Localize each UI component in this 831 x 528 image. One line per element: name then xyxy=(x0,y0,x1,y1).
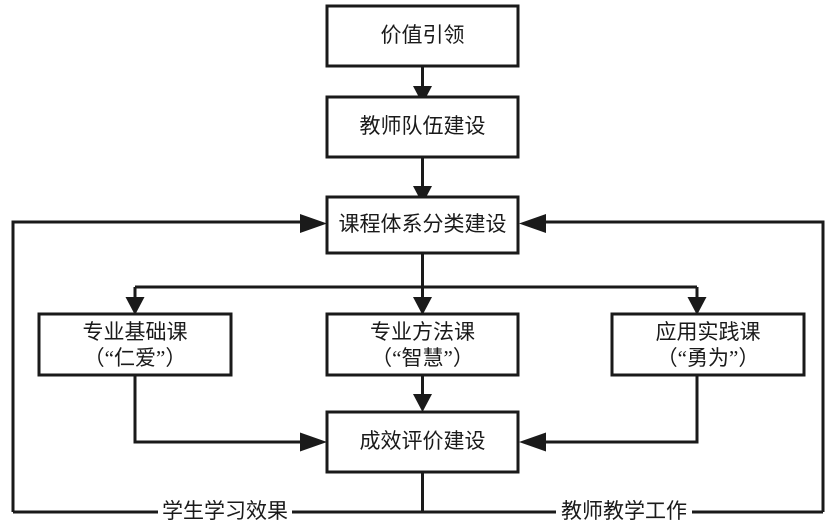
node-value-guidance[interactable]: 价值引领 xyxy=(325,4,520,68)
node-basic-course-box xyxy=(37,312,233,377)
node-teacher-team[interactable]: 教师队伍建设 xyxy=(325,95,520,159)
node-evaluation-box xyxy=(325,410,520,474)
node-method-course-label-line2: （“智慧”） xyxy=(371,346,474,370)
node-value-guidance-label: 价值引领 xyxy=(381,23,465,47)
node-practice-course-label-line2: （“勇为”） xyxy=(657,346,760,370)
arrow-head-left-into-course-system xyxy=(300,214,327,233)
node-course-system-box xyxy=(325,195,520,255)
node-practice-course[interactable]: 应用实践课 （“勇为”） xyxy=(610,312,806,377)
arrow-head-into-method-course xyxy=(413,297,432,315)
node-basic-course-label-line2: （“仁爱”） xyxy=(84,346,187,370)
arrow-head-right-into-course-system xyxy=(519,214,546,233)
arrow-head-into-evaluation-left xyxy=(300,432,327,452)
node-course-system-label: 课程体系分类建设 xyxy=(339,212,507,236)
node-basic-course-label-line1: 专业基础课 xyxy=(83,320,188,344)
arrow-head-into-course-system-top xyxy=(413,186,432,204)
node-teacher-team-box xyxy=(325,95,520,159)
node-course-system[interactable]: 课程体系分类建设 xyxy=(325,195,520,255)
node-practice-course-box xyxy=(610,312,806,377)
node-basic-course[interactable]: 专业基础课 （“仁爱”） xyxy=(37,312,233,377)
arrow-head-into-evaluation-top xyxy=(413,394,432,412)
node-value-guidance-box xyxy=(325,4,520,68)
edge-label-student-effect: 学生学习效果 xyxy=(162,499,288,523)
node-evaluation[interactable]: 成效评价建设 xyxy=(325,410,520,474)
node-teacher-team-label: 教师队伍建设 xyxy=(360,114,486,138)
node-method-course[interactable]: 专业方法课 （“智慧”） xyxy=(325,312,520,377)
arrow-head-into-teacher-team xyxy=(413,86,432,104)
node-method-course-box xyxy=(325,312,520,377)
edge-left-feedback-loop xyxy=(11,220,300,512)
node-evaluation-label: 成效评价建设 xyxy=(360,429,486,453)
edge-practice-to-evaluation xyxy=(546,375,699,444)
node-practice-course-label-line1: 应用实践课 xyxy=(656,320,761,344)
node-method-course-label-line1: 专业方法课 xyxy=(370,320,475,344)
arrow-head-into-evaluation-right xyxy=(519,432,546,452)
edge-right-feedback-loop xyxy=(546,220,825,512)
edge-basic-to-evaluation xyxy=(133,375,300,444)
arrow-head-into-practice-course xyxy=(687,297,707,315)
arrow-head-into-basic-course xyxy=(125,297,145,315)
edge-label-teacher-work: 教师教学工作 xyxy=(561,499,687,523)
